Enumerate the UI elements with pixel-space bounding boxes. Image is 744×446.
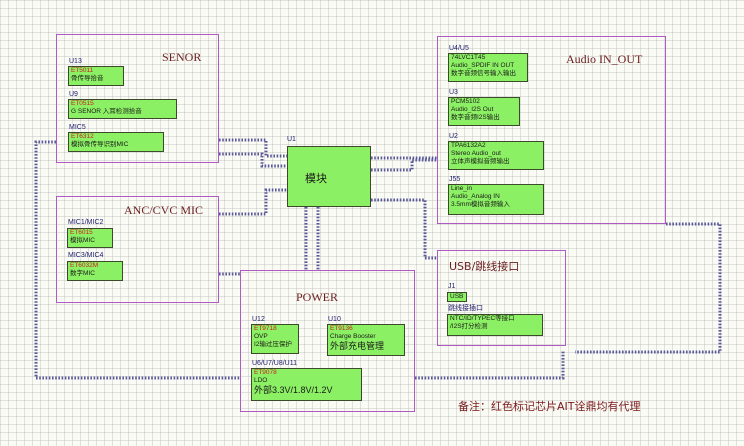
- chip-desc: 数字音频I2S输出: [451, 114, 500, 121]
- wire-anc-module: [219, 188, 287, 216]
- chip-part: TPA6132A2: [451, 142, 486, 149]
- usb-block: [437, 250, 566, 346]
- chip-ref: MIC5: [69, 124, 86, 131]
- chip-func: OVP: [254, 333, 268, 340]
- chip-func: NTC/ID/TYPEC等接口: [450, 315, 515, 322]
- chip-desc: 骨传导拾音: [71, 75, 104, 82]
- chip-ref: MIC3/MIC4: [68, 252, 104, 259]
- chip-et9078: ET9078 LDO 外部3.3V/1.8V/1.2V: [251, 368, 362, 401]
- chip-desc: 外部充电管理: [330, 341, 385, 351]
- footnote: 备注：红色标记芯片AIT诠鼎均有代理: [458, 400, 641, 413]
- chip-part: ET6312: [71, 133, 94, 140]
- chip-ref: U12: [252, 316, 265, 323]
- chip-func: LDO: [254, 377, 268, 384]
- chip-part: USB: [450, 293, 464, 300]
- module-label: 模块: [305, 172, 327, 185]
- chip-part: ET9718: [254, 325, 277, 332]
- usb-jumper-label: 跳线接插口: [448, 305, 483, 312]
- usb-ref: J1: [448, 283, 456, 290]
- chip-et6032m: ET6032M 数字MIC: [67, 261, 123, 281]
- chip-part: PCM5102: [451, 98, 480, 105]
- chip-ref: MIC1/MIC2: [68, 219, 104, 226]
- power-title: POWER: [296, 290, 338, 304]
- chip-ref: U13: [69, 58, 82, 65]
- chip-ref: U6/U7/U8/U11: [252, 360, 298, 367]
- wire-senor-module-2: [219, 152, 287, 168]
- chip-desc: 数字音频信号输入输出: [451, 70, 516, 77]
- chip-ref: U10: [328, 316, 341, 323]
- chip-part: ET6015: [70, 229, 93, 236]
- chip-usb-detect: NTC/ID/TYPEC等接口 /I2S打分检测: [447, 314, 543, 336]
- chip-part: Line_in: [451, 185, 472, 192]
- chip-desc: G SENOR 入耳检测拾音: [71, 108, 142, 115]
- chip-et9136: ET9136 Charge Booster 外部充电管理: [327, 324, 405, 356]
- chip-func: Audio_I2S Out: [451, 106, 494, 113]
- wire-usb-module: [371, 198, 437, 260]
- anc-block: [56, 196, 219, 303]
- chip-func: Charge Booster: [330, 333, 376, 340]
- audio-title: Audio IN_OUT: [566, 52, 643, 66]
- chip-et0515: ET0515 G SENOR 入耳检测拾音: [68, 99, 177, 119]
- chip-part: ET9136: [330, 325, 353, 332]
- chip-74lvc1t45: 74LVC1T45 Audio_SPDIF IN OUT 数字音频信号输入输出: [448, 53, 528, 82]
- chip-ref: U3: [449, 89, 458, 96]
- chip-ref: U4/U5: [449, 45, 469, 52]
- chip-tpa6132a2: TPA6132A2 Stereo Audio_out 立体声模拟音频输出: [448, 141, 544, 170]
- chip-desc: 外部3.3V/1.8V/1.2V: [254, 385, 333, 395]
- chip-line-in: Line_in Audio_Analog IN 3.5mm模拟音频输入: [448, 184, 544, 215]
- chip-func: Audio_Analog IN: [451, 193, 500, 200]
- chip-part: ET0515: [71, 100, 94, 107]
- chip-usb: USB: [447, 292, 467, 302]
- senor-block: [56, 34, 219, 163]
- module-ref: U1: [287, 136, 296, 143]
- chip-ref: U9: [69, 91, 78, 98]
- chip-func: Audio_SPDIF IN OUT: [451, 62, 515, 69]
- chip-desc: I2输过压保护: [254, 341, 292, 348]
- wire-senor-module-1: [219, 138, 287, 158]
- wire-right-bus: [575, 222, 722, 354]
- chip-desc: 3.5mm模拟音频输入: [451, 201, 510, 208]
- audio-block: [437, 36, 666, 224]
- chip-part: 74LVC1T45: [451, 54, 486, 61]
- chip-ref: J55: [449, 176, 461, 183]
- senor-title: SENOR: [162, 50, 202, 64]
- chip-desc: /I2S打分检测: [450, 323, 488, 330]
- wire-audio-module-2: [371, 158, 437, 172]
- chip-part: ET5011: [71, 67, 94, 74]
- chip-desc: 模拟骨传导识别MIC: [71, 141, 129, 148]
- chip-func: Stereo Audio_out: [451, 150, 501, 157]
- chip-part: ET9078: [254, 369, 277, 376]
- chip-part: ET6032M: [70, 262, 99, 269]
- chip-desc: 立体声模拟音频输出: [451, 158, 510, 165]
- chip-ref: U2: [449, 133, 458, 140]
- power-block: [240, 270, 415, 412]
- chip-et5011: ET5011 骨传导拾音: [68, 66, 124, 86]
- chip-et9718: ET9718 OVP I2输过压保护: [251, 324, 299, 354]
- chip-pcm5102: PCM5102 Audio_I2S Out 数字音频I2S输出: [448, 97, 520, 126]
- anc-title: ANC/CVC MIC: [124, 203, 204, 217]
- wire-left-bus: [34, 140, 240, 380]
- chip-et6015: ET6015 模拟MIC: [67, 228, 113, 248]
- chip-et6312: ET6312 模拟骨传导识别MIC: [68, 132, 164, 152]
- chip-desc: 数字MIC: [70, 270, 95, 277]
- usb-title: USB/跳线接口: [449, 260, 520, 273]
- chip-desc: 模拟MIC: [70, 237, 95, 244]
- wire-power-usb: [415, 350, 565, 380]
- module-block: [287, 146, 371, 207]
